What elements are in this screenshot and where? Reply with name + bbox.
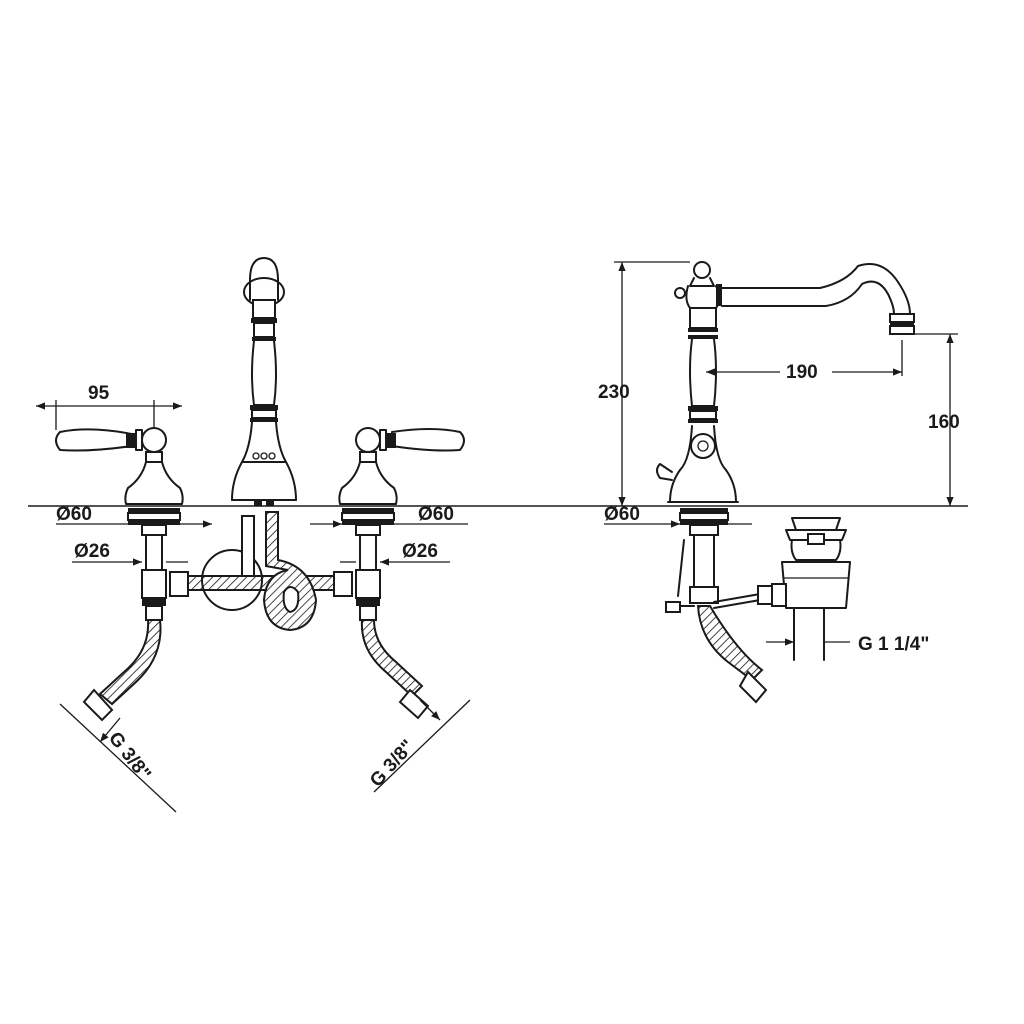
- dim-hose-thread-left: G 3/8": [104, 728, 155, 785]
- dim-shank-diameter-right: Ø26: [402, 541, 438, 562]
- dim-base-diameter-left: Ø60: [56, 504, 92, 525]
- side-view: 230 190 160 Ø60 G 1 1/4": [598, 261, 960, 704]
- dim-side-base-diameter: Ø60: [604, 504, 640, 525]
- connection-hoses: [169, 511, 353, 632]
- right-valve: [338, 427, 465, 720]
- front-view: 95 Ø60 Ø26 Ø60 Ø26 G 3/8" G 3/8": [36, 257, 471, 813]
- dim-handle-reach: 95: [88, 383, 110, 404]
- dim-spout-height: 230: [598, 382, 630, 403]
- dim-shank-diameter-left: Ø26: [74, 541, 110, 562]
- pop-up-waste: [757, 517, 851, 661]
- dim-spout-reach: 190: [786, 362, 818, 383]
- dim-base-diameter-right: Ø60: [418, 504, 454, 525]
- dim-waste-thread: G 1 1/4": [858, 634, 929, 655]
- center-spout: [231, 257, 297, 506]
- side-spout: [656, 261, 915, 503]
- left-valve: [55, 427, 184, 722]
- side-underside: [665, 508, 768, 704]
- dim-hose-thread-right: G 3/8": [366, 736, 419, 791]
- dim-outlet-height: 160: [928, 412, 960, 433]
